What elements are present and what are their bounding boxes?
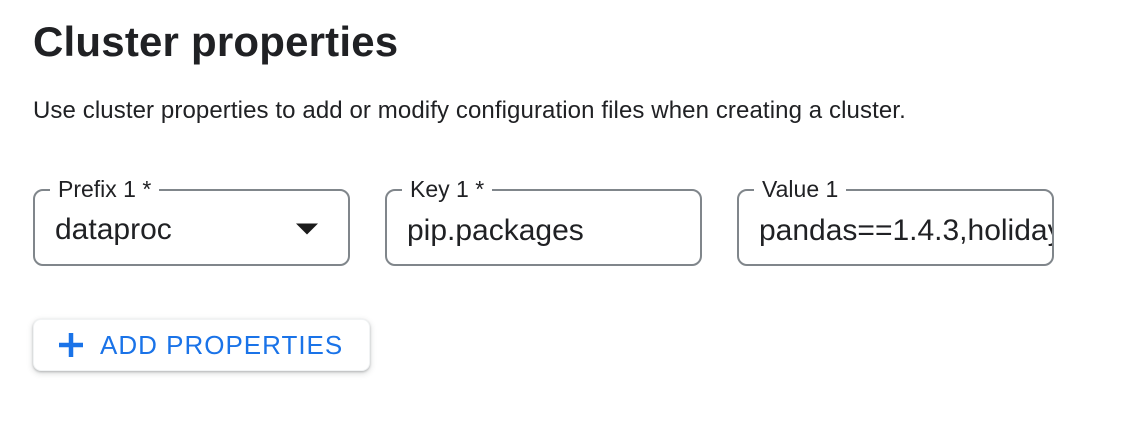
page-description: Use cluster properties to add or modify … <box>33 97 906 124</box>
dropdown-arrow-icon[interactable] <box>295 221 319 235</box>
add-properties-button[interactable]: ADD PROPERTIES <box>33 319 371 371</box>
plus-icon <box>59 333 83 357</box>
prefix-label: Prefix 1 * <box>50 176 160 202</box>
key-field: Key 1 * <box>385 176 702 266</box>
value-field: Value 1 <box>737 176 1054 266</box>
add-properties-label: ADD PROPERTIES <box>100 329 344 360</box>
value-input[interactable] <box>739 191 1052 264</box>
prefix-selected-value: dataproc <box>55 212 172 246</box>
page-title: Cluster properties <box>33 18 399 65</box>
property-row: Prefix 1 * dataproc Key 1 * Value 1 <box>33 176 1122 266</box>
key-input[interactable] <box>387 191 700 264</box>
cluster-properties-section: Cluster properties Use cluster propertie… <box>0 18 1122 371</box>
prefix-select[interactable]: Prefix 1 * dataproc <box>33 176 350 266</box>
